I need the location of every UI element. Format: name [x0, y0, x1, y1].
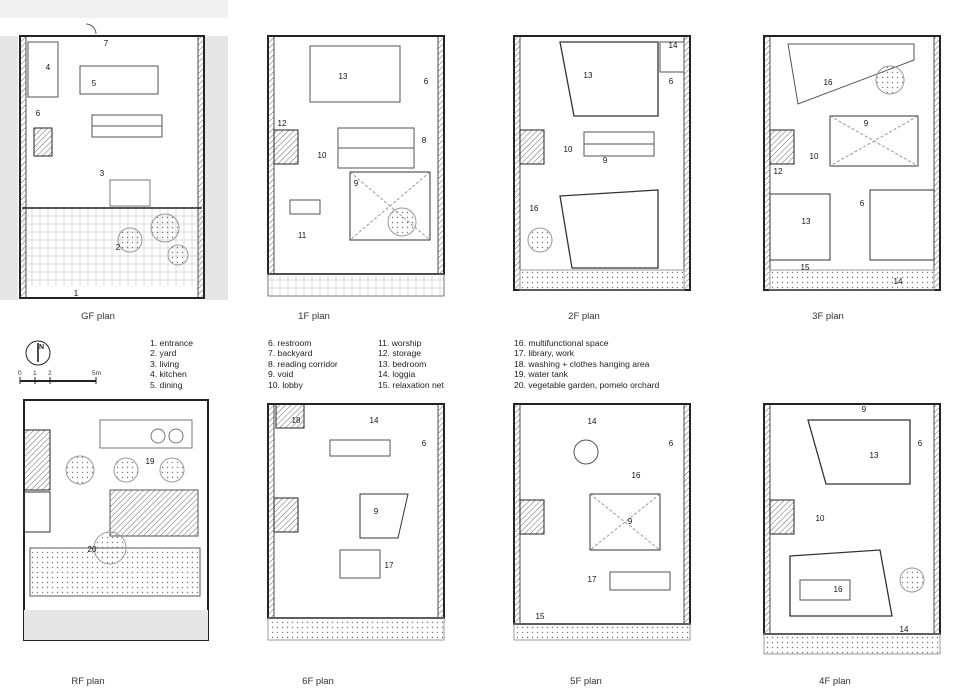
room-number-label: 11 [298, 231, 307, 240]
plan-caption-3f: 3F plan [812, 311, 844, 322]
room-number-label: 14 [588, 417, 597, 426]
legend-item: 8. reading corridor [268, 358, 338, 369]
room-number-label: 10 [564, 145, 573, 154]
room-number-label: 8 [422, 136, 427, 145]
plan-caption-gf: GF plan [81, 311, 115, 322]
scale-tick-label: 2 [48, 370, 52, 377]
plan-6f [267, 403, 445, 641]
plan-2f [513, 35, 691, 291]
room-number-label: 13 [802, 217, 811, 226]
room-number-label: 15 [536, 612, 545, 621]
room-number-label: 14 [370, 416, 379, 425]
room-number-label: 15 [801, 263, 810, 272]
legend-item: 17. library, work [514, 348, 575, 359]
plan-caption-1f: 1F plan [298, 311, 330, 322]
room-number-label: 13 [870, 451, 879, 460]
room-number-label: 14 [900, 625, 909, 634]
room-number-label: 9 [354, 179, 359, 188]
room-number-label: 9 [603, 156, 608, 165]
legend-item: 11. worship [378, 338, 422, 348]
room-number-label: 6 [918, 439, 923, 448]
room-labels: 1234567689101112136910131416691012131415… [36, 39, 923, 634]
plan-4f [763, 403, 941, 655]
legend-item: 4. kitchen [150, 369, 187, 380]
plan-rf [23, 399, 209, 641]
legend-item: 5. dining [150, 379, 183, 390]
room-number-label: 3 [100, 169, 105, 178]
room-number-label: 5 [92, 79, 97, 88]
scale-tick-label: 5m [92, 370, 102, 377]
room-number-label: 18 [292, 416, 301, 425]
room-number-label: 6 [36, 109, 41, 118]
legend-item: 7. backyard [268, 348, 313, 359]
scale-tick-label: 0 [18, 370, 22, 377]
legend-column-3: 11. worship 12. storage 13. bedroom 14. … [378, 338, 444, 390]
plan-caption-5f: 5F plan [570, 676, 602, 687]
legend-item: 6. restroom [268, 338, 312, 348]
plan-caption-4f: 4F plan [819, 676, 851, 687]
room-number-label: 6 [669, 439, 674, 448]
room-number-label: 14 [669, 41, 678, 50]
legend-column-1: 1. entrance 2. yard 3. living 4. kitchen… [150, 338, 193, 390]
legend-item: 15. relaxation net [378, 379, 444, 390]
legend-item: 16. multifunctional space [514, 338, 609, 348]
legend-item: 14. loggia [378, 369, 416, 380]
legend-item: 1. entrance [150, 338, 193, 348]
plan-caption-2f: 2F plan [568, 311, 600, 322]
room-number-label: 10 [318, 151, 327, 160]
scale-tick-label: 1 [33, 370, 37, 377]
room-number-label: 19 [146, 457, 155, 466]
room-number-label: 16 [632, 471, 641, 480]
room-number-label: 17 [588, 575, 597, 584]
room-number-label: 10 [810, 152, 819, 161]
plan-5f [513, 403, 691, 641]
room-number-label: 10 [816, 514, 825, 523]
room-number-label: 9 [862, 405, 867, 414]
room-number-label: 6 [422, 439, 427, 448]
legend-item: 19. water tank [514, 369, 568, 380]
legend-item: 2. yard [150, 348, 177, 359]
legend-item: 9. void [268, 369, 294, 380]
room-number-label: 9 [628, 517, 633, 526]
plan-3f [763, 35, 941, 291]
room-number-label: 16 [530, 204, 539, 213]
room-number-label: 7 [104, 39, 109, 48]
room-number-label: 17 [385, 561, 394, 570]
room-number-label: 16 [834, 585, 843, 594]
scale-bar [19, 377, 97, 384]
legend-column-4: 16. multifunctional space 17. library, w… [514, 338, 659, 390]
room-number-label: 1 [74, 289, 79, 298]
room-number-label: 9 [864, 119, 869, 128]
room-number-label: 12 [278, 119, 287, 128]
room-number-label: 20 [88, 545, 97, 554]
room-number-label: 6 [424, 77, 429, 86]
room-number-label: 2 [116, 243, 121, 252]
legend-item: 3. living [150, 358, 180, 369]
room-number-label: 16 [824, 78, 833, 87]
legend-item: 12. storage [378, 348, 421, 359]
legend-column-2: 6. restroom 7. backyard 8. reading corri… [268, 338, 338, 390]
north-arrow [25, 340, 51, 366]
room-number-label: 13 [339, 72, 348, 81]
room-number-label: 6 [860, 199, 865, 208]
plan-caption-rf: RF plan [71, 676, 105, 687]
room-number-label: 4 [46, 63, 51, 72]
room-number-label: 13 [584, 71, 593, 80]
room-number-label: 12 [774, 167, 783, 176]
plan-1f [267, 35, 445, 297]
legend-item: 18. washing + clothes hanging area [514, 358, 650, 369]
legend-item: 20. vegetable garden, pomelo orchard [514, 379, 660, 390]
plan-gf [0, 0, 228, 300]
room-number-label: 14 [894, 277, 903, 286]
room-number-label: 6 [669, 77, 674, 86]
legend-item: 13. bedroom [378, 358, 427, 369]
north-label: N [39, 344, 45, 351]
plan-caption-6f: 6F plan [302, 676, 334, 687]
legend-item: 10. lobby [268, 379, 303, 390]
room-number-label: 9 [374, 507, 379, 516]
